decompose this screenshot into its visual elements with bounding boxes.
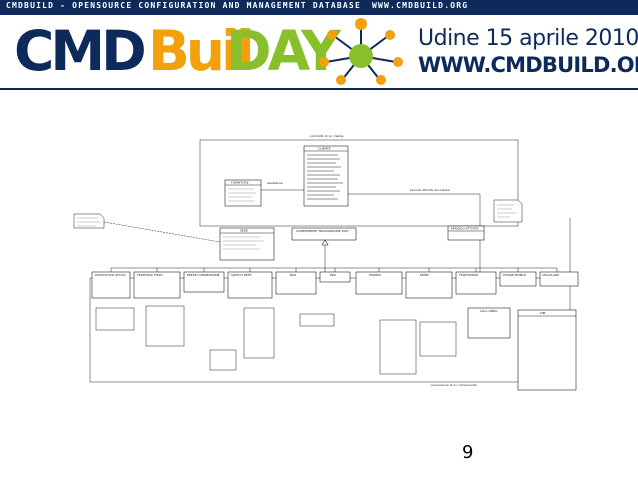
class-cliente: CLIENTE [303,145,349,207]
class-c3-title: PRESE CONNESSIONE [187,273,220,277]
class-c10-title: PHONE MOBILE [503,273,526,277]
network-logo-icon [319,18,403,85]
class-c11-title: CELLULARE [542,273,559,277]
class-c1-title: DISPOSITIVO ATTIVO [95,273,126,277]
class-c8-title: PRINT [420,273,429,277]
class-c4-title: SWITCH RETE [231,273,252,277]
class-componente: COMPONENTE TRASMISSIONE DATI [291,227,357,241]
top-bar-url: WWW.CMDBUILD.ORG [372,1,469,10]
class-cliente-title: CLIENTE [318,147,331,151]
class-fornitore: FORNITORE [224,179,262,207]
link-label-top: contratto di un cliente [310,134,343,138]
banner-divider [0,88,638,90]
class-componente-title: COMPONENTE TRASMISSIONE DATI [296,229,349,233]
top-bar: CMDBUILD - OPENSOURCE CONFIGURATION AND … [0,0,638,15]
class-sede-title: SEDE [240,229,248,233]
banner: CMDBUILD - OPENSOURCE CONFIGURATION AND … [0,0,638,88]
class-sede: SEDE [219,227,275,261]
class-c9-title: TELEFONINO [458,273,479,277]
class-c2-title: TELEFONO FISSO [136,273,163,277]
event-date: Udine 15 aprile 2010 [418,26,638,51]
page-number: 9 [462,442,474,463]
link-label-fornitore: assistenza [267,181,283,185]
top-bar-title: CMDBUILD - OPENSOURCE CONFIGURATION AND … [6,1,361,10]
class-c7-title: MODEM [369,273,381,277]
class-c12-title: CALL LIBRO [480,309,498,313]
class-c13-title: SIM [540,311,546,315]
class-c6-title: PDA [330,273,337,277]
note-right [493,199,523,223]
class-periodo: PERIODO ATTIVITÀ [447,226,485,241]
class-c5-title: NAS [290,273,296,277]
link-label-periodo: periodo attività del cliente [410,188,450,192]
event-url: WWW.CMDBUILD.ORG [418,53,638,77]
class-periodo-title: PERIODO ATTIVITÀ [451,226,480,231]
logo-day: DAY [226,19,341,83]
logo-build: Buil [148,19,255,83]
class-fornitore-title: FORNITORE [231,181,249,185]
logo-cmd: CMD [14,19,147,83]
class-row: DISPOSITIVO ATTIVO TELEFONO FISSO PRESE … [91,271,579,299]
link-label-bottom: connessione di un componente [430,383,477,387]
note-left [73,213,105,229]
uml-class-diagram: CLIENTE contratto di un cliente FORNITOR… [73,134,579,391]
detail-boxes: CALL LIBRO SIM [95,305,577,391]
